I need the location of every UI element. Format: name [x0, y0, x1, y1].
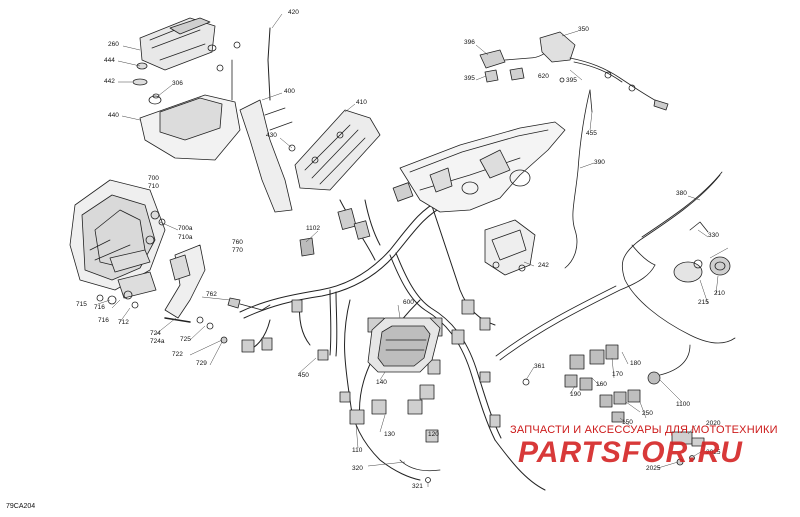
callout-330: 330 [708, 232, 719, 239]
callout-725: 725 [180, 336, 191, 343]
callout-410: 410 [356, 99, 367, 106]
callout-700: 700 [148, 175, 159, 182]
callout-170: 170 [612, 371, 623, 378]
accessory-connectors [479, 31, 669, 111]
leader-lines [97, 13, 729, 487]
tie-strap [267, 27, 271, 101]
callout-710: 710 [148, 183, 159, 190]
callout-390: 390 [594, 159, 605, 166]
connector-2020 [671, 431, 705, 466]
callout-110: 110 [352, 447, 363, 454]
callout-716-b: 716 [98, 317, 109, 324]
callout-396: 396 [464, 39, 475, 46]
clips [132, 41, 241, 105]
callout-190: 190 [570, 391, 581, 398]
relay-box-cover [139, 17, 216, 71]
control-module-242 [484, 219, 536, 276]
clip-455 [589, 89, 593, 113]
callout-250: 250 [642, 410, 653, 417]
callout-2025-lower: 2025 [646, 465, 661, 472]
callout-1100: 1100 [676, 401, 690, 408]
ring-321 [425, 477, 431, 483]
callout-320: 320 [352, 465, 363, 472]
callout-1102: 1102 [306, 225, 320, 232]
lower-wire-2 [495, 285, 617, 357]
callout-180: 180 [630, 360, 641, 367]
bulbs [96, 210, 166, 309]
callout-395-right: 395 [566, 77, 577, 84]
callout-130: 130 [384, 431, 395, 438]
fuse-panel [288, 109, 381, 191]
instrument-cluster [367, 317, 441, 373]
long-wire [621, 174, 736, 344]
callout-770: 770 [232, 247, 243, 254]
callout-430: 430 [266, 132, 277, 139]
wire-1100 [659, 344, 691, 376]
callout-306: 306 [172, 80, 183, 87]
callout-321: 321 [412, 483, 423, 490]
callout-600: 600 [403, 299, 414, 306]
callout-722: 722 [172, 351, 183, 358]
callout-450: 450 [298, 372, 309, 379]
callout-160: 160 [596, 381, 607, 388]
harness-connectors [241, 177, 501, 443]
lower-wire [499, 264, 656, 361]
callout-420: 420 [288, 9, 299, 16]
callout-760: 760 [232, 239, 243, 246]
connector-1102 [299, 237, 315, 257]
long-wire-2 [641, 171, 723, 238]
callout-350: 350 [578, 26, 589, 33]
watermark-logo: PARTSFOR.RU [518, 436, 743, 469]
callout-729: 729 [196, 360, 207, 367]
callout-2020: 2020 [706, 420, 721, 427]
headlight-connector [164, 297, 271, 344]
relay-tray [139, 94, 293, 213]
antenna-wire [564, 89, 591, 269]
callout-762: 762 [206, 291, 217, 298]
callout-210: 210 [714, 290, 725, 297]
callout-120: 120 [428, 431, 439, 438]
callout-712: 712 [118, 319, 129, 326]
callout-215: 215 [698, 299, 709, 306]
callout-361: 361 [534, 363, 545, 370]
callout-455: 455 [586, 130, 597, 137]
clip-330 [689, 221, 709, 233]
callout-380: 380 [676, 190, 687, 197]
callout-150: 150 [622, 419, 633, 426]
callout-442: 442 [104, 78, 115, 85]
callout-710a: 710a [178, 234, 193, 241]
watermark-tagline: ЗАПЧАСТИ И АКСЕССУАРЫ ДЛЯ МОТОТЕХНИКИ [510, 424, 778, 436]
callout-620: 620 [538, 73, 549, 80]
callout-724: 724 [150, 330, 161, 337]
callout-715: 715 [76, 301, 87, 308]
callout-400: 400 [284, 88, 295, 95]
callout-724a: 724a [150, 338, 165, 345]
callout-242: 242 [538, 262, 549, 269]
callout-444: 444 [104, 57, 115, 64]
accessory-socket [673, 256, 731, 283]
diagram-code: 79CA204 [6, 503, 36, 510]
callout-140: 140 [376, 379, 387, 386]
callout-700a: 700a [178, 225, 193, 232]
switch-group [522, 344, 661, 423]
callout-260: 260 [108, 41, 119, 48]
callout-716-a: 716 [94, 304, 105, 311]
callout-2025-upper: 2025 [706, 449, 721, 456]
dash-frame [399, 121, 566, 213]
lead-320 [399, 459, 441, 472]
headlight-bracket [164, 244, 206, 319]
callout-440: 440 [108, 112, 119, 119]
callout-395-left: 395 [464, 75, 475, 82]
branch-wire [631, 244, 656, 266]
